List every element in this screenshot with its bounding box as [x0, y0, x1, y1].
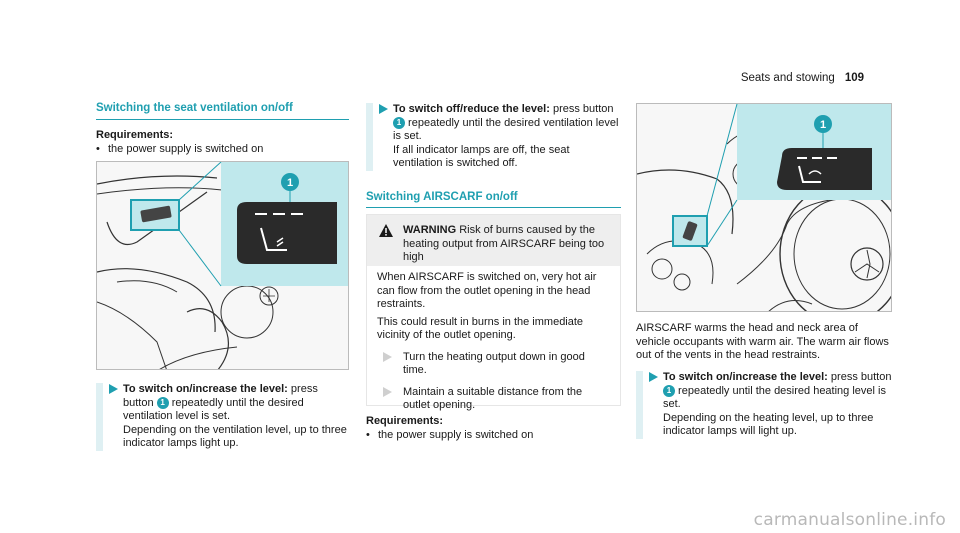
- step-text: press button: [549, 103, 614, 115]
- requirement-item: the power supply is switched on: [96, 142, 263, 156]
- warning-step-text: Turn the heating output down in good tim…: [403, 350, 585, 377]
- page-number: 109: [844, 72, 864, 84]
- section-title-seat-ventilation: Switching the seat ventilation on/off: [96, 102, 293, 114]
- warning-box: WARNING Risk of burns caused by the heat…: [366, 214, 621, 411]
- warning-header: WARNING Risk of burns caused by the heat…: [367, 215, 620, 266]
- warning-step: Turn the heating output down in good tim…: [377, 351, 610, 378]
- section-rule: [366, 207, 621, 208]
- step-heading: To switch off/reduce the level:: [393, 103, 550, 115]
- steering-wheel-drawing: 1: [637, 104, 891, 311]
- header-section: Seats and stowing: [740, 72, 835, 84]
- step-text: repeatedly until the desired ventilation…: [393, 116, 619, 143]
- seat-ventilation-illustration: 1: [96, 161, 349, 370]
- step-arrow-icon: [109, 384, 118, 394]
- step-text: repeatedly until the desired heating lev…: [663, 384, 886, 411]
- step-heading: To switch on/increase the level:: [123, 383, 288, 395]
- step-heading: To switch on/increase the level:: [663, 371, 828, 383]
- step-arrow-icon: [649, 372, 658, 382]
- step-arrow-icon: [379, 104, 388, 114]
- step-switch-on-airscarf: To switch on/increase the level: press b…: [636, 371, 892, 439]
- warning-headline: Risk of burns caused by the heating outp…: [403, 224, 605, 263]
- warning-label: WARNING: [403, 224, 457, 236]
- warning-paragraph: When AIRSCARF is switched on, very hot a…: [377, 271, 597, 310]
- requirements-heading: Requirements:: [366, 415, 444, 427]
- callout-1: 1: [820, 119, 826, 131]
- step-text: repeatedly until the desired ventilation…: [123, 396, 304, 423]
- step-text: press button: [827, 371, 892, 383]
- requirements-heading: Requirements:: [96, 129, 174, 141]
- warning-step: Maintain a suitable distance from the ou…: [377, 386, 610, 413]
- step-switch-on-ventilation: To switch on/increase the level: press b…: [96, 383, 349, 451]
- step-switch-off-ventilation: To switch off/reduce the level: press bu…: [366, 103, 621, 171]
- step-note: Depending on the heating level, up to th…: [663, 411, 874, 438]
- watermark: carmanualsonline.info: [753, 510, 946, 530]
- callout-1-inline: 1: [156, 396, 169, 409]
- step-note: Depending on the ventilation level, up t…: [123, 423, 347, 450]
- requirement-item: the power supply is switched on: [366, 428, 533, 442]
- step-arrow-icon: [383, 386, 392, 397]
- callout-1-inline: 1: [393, 116, 405, 129]
- warning-paragraph: This could result in burns in the immedi…: [377, 315, 584, 342]
- door-panel-drawing: 1: [97, 162, 348, 369]
- step-note: If all indicator lamps are off, the seat…: [393, 143, 570, 170]
- warning-icon: [379, 224, 393, 237]
- callout-1-inline: 1: [663, 384, 675, 397]
- step-text: press button: [123, 383, 318, 409]
- page-header: Seats and stowing 109: [741, 71, 864, 85]
- airscarf-illustration: 1: [636, 103, 892, 312]
- section-title-airscarf: Switching AIRSCARF on/off: [366, 191, 518, 203]
- section-rule: [96, 119, 349, 120]
- warning-body: When AIRSCARF is switched on, very hot a…: [367, 266, 620, 413]
- airscarf-description: AIRSCARF warms the head and neck area of…: [636, 322, 889, 361]
- callout-1: 1: [287, 177, 293, 189]
- step-arrow-icon: [383, 351, 392, 362]
- warning-step-text: Maintain a suitable distance from the ou…: [403, 385, 583, 412]
